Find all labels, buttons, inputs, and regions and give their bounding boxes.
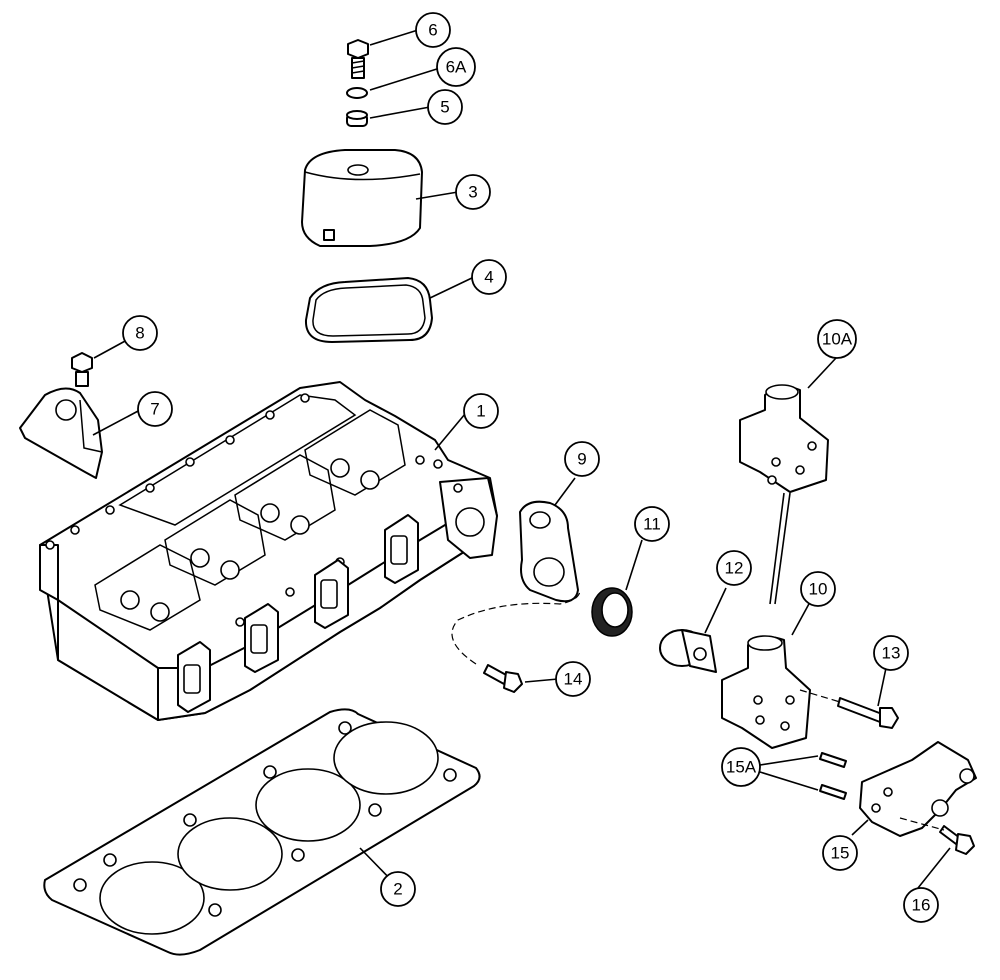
thermostat-housing-10a <box>739 384 829 493</box>
callout-10: 10 <box>800 571 836 607</box>
bracket-15 <box>859 741 977 837</box>
callout-8: 8 <box>122 315 158 351</box>
housing-link-line-a <box>769 492 785 605</box>
callout-14: 14 <box>555 661 591 697</box>
svg-text:15: 15 <box>831 844 850 863</box>
callout-13: 13 <box>873 635 909 671</box>
callout-15: 15 <box>822 835 858 871</box>
callout-16: 16 <box>903 887 939 923</box>
svg-text:15A: 15A <box>726 758 757 777</box>
svg-text:10: 10 <box>809 580 828 599</box>
svg-text:13: 13 <box>882 644 901 663</box>
svg-text:8: 8 <box>135 324 144 343</box>
grommet-5 <box>346 110 368 127</box>
cylinder-head-1 <box>39 381 498 721</box>
assembly-line-13 <box>799 689 841 703</box>
bolt-13 <box>837 697 899 729</box>
callout-15a: 15A <box>721 747 761 787</box>
callout-5: 5 <box>427 89 463 125</box>
lifting-bracket-7 <box>19 387 103 479</box>
callout-11: 11 <box>634 506 670 542</box>
svg-text:6: 6 <box>428 21 437 40</box>
cover-gasket-4 <box>304 277 433 343</box>
callout-9: 9 <box>564 441 600 477</box>
callout-3: 3 <box>455 174 491 210</box>
callout-1: 1 <box>463 393 499 429</box>
svg-text:10A: 10A <box>822 330 853 349</box>
leader-lines <box>92 29 951 894</box>
svg-text:3: 3 <box>468 183 477 202</box>
thermostat-housing-10 <box>721 635 811 749</box>
callout-12: 12 <box>716 550 752 586</box>
svg-text:2: 2 <box>393 880 402 899</box>
callout-6a: 6A <box>436 47 476 87</box>
dowels-15a <box>819 752 847 800</box>
svg-text:6A: 6A <box>446 58 467 77</box>
washer-6a <box>346 87 368 99</box>
seal-11 <box>591 587 633 637</box>
svg-text:16: 16 <box>912 896 931 915</box>
callout-7: 7 <box>137 391 173 427</box>
svg-text:1: 1 <box>476 402 485 421</box>
head-gasket-2 <box>43 708 481 956</box>
callout-2: 2 <box>380 871 416 907</box>
outlet-gasket-9 <box>519 500 579 603</box>
svg-text:11: 11 <box>643 515 661 534</box>
housing-link-line-b <box>774 492 791 605</box>
svg-text:5: 5 <box>440 98 449 117</box>
callout-6: 6 <box>415 12 451 48</box>
bolt-6 <box>347 39 369 79</box>
assembly-line-14 <box>451 589 581 665</box>
svg-text:12: 12 <box>725 559 744 578</box>
assembly-line-16 <box>899 817 945 831</box>
svg-text:7: 7 <box>150 400 159 419</box>
rocker-cover-3 <box>301 149 423 247</box>
bolt-16 <box>939 825 975 855</box>
thermostat-12 <box>659 629 717 673</box>
callout-10a: 10A <box>817 319 857 359</box>
svg-text:14: 14 <box>564 670 583 689</box>
svg-text:4: 4 <box>484 268 493 287</box>
bolt-8 <box>71 352 93 387</box>
svg-text:9: 9 <box>577 450 586 469</box>
bolt-14 <box>483 664 523 693</box>
callout-4: 4 <box>471 259 507 295</box>
